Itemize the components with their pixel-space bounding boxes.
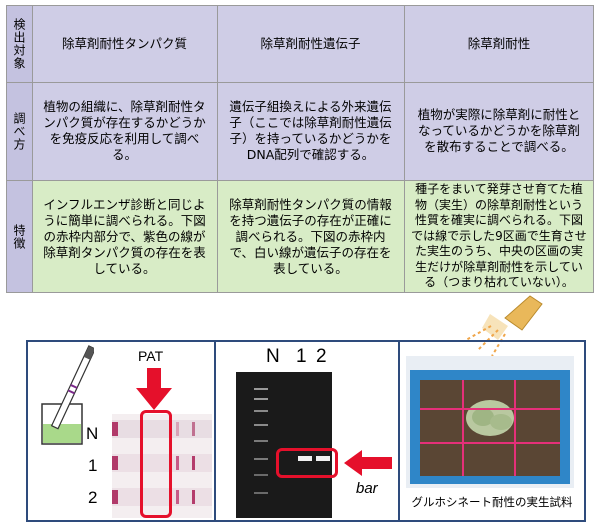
bar-arrow-icon [344, 450, 392, 476]
gel-lane-label-2: 2 [316, 346, 327, 367]
seedling-caption: グルホシネート耐性の実生試料 [411, 495, 573, 509]
method-resistance: 植物が実際に除草剤に耐性となっているかどうかを除草剤を散布することで調べる。 [404, 82, 594, 180]
row-header-feature: 特徴 [6, 180, 32, 293]
pat-panel: PAT N 1 2 [28, 342, 214, 520]
row-header-target: 検出対象 [6, 5, 32, 82]
comparison-table: 検出対象 除草剤耐性タンパク質 除草剤耐性遺伝子 除草剤耐性 調べ方 植物の組織… [6, 5, 594, 293]
pat-row-label-n: N [86, 424, 99, 443]
seedling-photo [406, 356, 574, 488]
gel-lane-label-n: N [266, 346, 280, 367]
pat-highlight-box [140, 410, 172, 518]
gel-image [236, 372, 332, 518]
gel-lane-label-1: 1 [296, 346, 307, 367]
seedling-panel: グルホシネート耐性の実生試料 [400, 342, 584, 520]
pat-row-label-2: 2 [88, 488, 98, 507]
column-title-gene: 除草剤耐性遺伝子 [217, 5, 404, 82]
test-strip-beaker-icon [41, 345, 94, 445]
method-protein: 植物の組織に、除草剤耐性タンパク質が存在するかどうかを免疫反応を利用して調べる。 [32, 82, 217, 180]
test-strips-photo [112, 414, 212, 518]
gel-panel: N 1 2 bar [216, 342, 398, 520]
pat-row-label-1: 1 [88, 456, 98, 475]
bar-label: bar [356, 480, 378, 497]
column-title-resistance: 除草剤耐性 [404, 5, 594, 82]
feature-protein: インフルエンザ診断と同じように簡単に調べられる。下図の赤枠内部分で、紫色の線が除… [32, 180, 217, 293]
pat-arrow-icon [136, 368, 172, 410]
method-gene: 遺伝子組換えによる外来遺伝子（ここでは除草剤耐性遺伝子）を持っているかどうかをD… [217, 82, 404, 180]
column-title-protein: 除草剤耐性タンパク質 [32, 5, 217, 82]
gel-highlight-box [276, 448, 338, 478]
figure-frame [26, 340, 586, 522]
feature-resistance: 種子をまいて発芽させ育てた植物（実生）の除草剤耐性という性質を確実に調べられる。… [404, 180, 594, 293]
row-header-method: 調べ方 [6, 82, 32, 180]
pat-label: PAT [138, 348, 164, 364]
feature-gene: 除草剤耐性タンパク質の情報を持つ遺伝子の存在が正確に調べられる。下図の赤枠内で、… [217, 180, 404, 293]
